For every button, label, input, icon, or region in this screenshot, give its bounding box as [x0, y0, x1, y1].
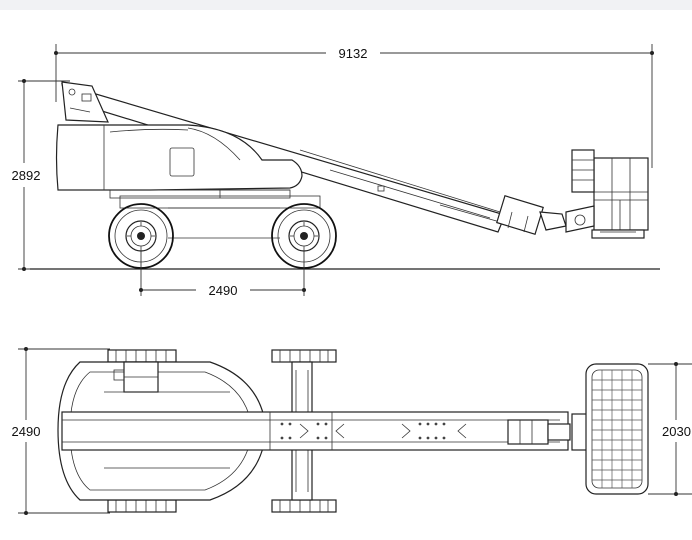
frame	[119, 195, 321, 239]
wheelbase-dimension: 2490	[139, 250, 306, 298]
overall-length-label: 9132	[339, 46, 368, 61]
platform-width-dimension: 2030	[648, 362, 692, 496]
top-boom	[61, 411, 571, 451]
overall-length-dimension: 9132	[54, 44, 654, 168]
top-tires	[107, 349, 337, 513]
side-view: 9132 2892	[12, 44, 660, 298]
overall-width-label: 2490	[12, 424, 41, 439]
top-margin-strip	[0, 0, 692, 10]
telescopic-boom	[61, 83, 567, 235]
overall-height-label: 2892	[12, 168, 41, 183]
platform-width-label: 2030	[662, 424, 691, 439]
boom-pivot	[61, 81, 109, 123]
overall-width-dimension: 2490	[12, 347, 110, 515]
platform-basket	[565, 149, 649, 239]
chassis-body	[55, 124, 303, 199]
wheelbase-label: 2490	[209, 283, 238, 298]
top-view: 2490	[12, 347, 692, 515]
top-platform	[571, 363, 649, 495]
